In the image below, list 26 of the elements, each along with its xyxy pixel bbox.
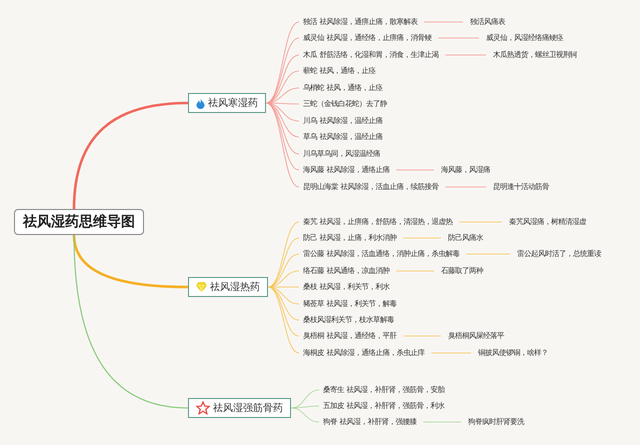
branch-line bbox=[268, 238, 300, 288]
branch-line bbox=[266, 70, 300, 104]
topic-label: 祛风寒湿药 bbox=[208, 96, 258, 110]
topic-label: 祛风湿强筋骨药 bbox=[213, 402, 283, 415]
topic-label: 祛风湿热药 bbox=[210, 280, 260, 294]
branch-line bbox=[266, 102, 300, 170]
branch-line bbox=[268, 286, 300, 354]
topic-box bbox=[188, 93, 266, 113]
connector-line bbox=[430, 352, 472, 354]
central-topic-box: 祛风湿药思维导图 bbox=[14, 209, 144, 235]
topic-box bbox=[188, 398, 291, 418]
branch-line bbox=[290, 406, 320, 408]
branch-line bbox=[268, 254, 300, 288]
branch-line bbox=[72, 234, 188, 288]
connector-line bbox=[444, 54, 486, 56]
branch-line bbox=[72, 102, 188, 210]
branch-line bbox=[266, 22, 300, 104]
branch-line bbox=[73, 234, 188, 409]
connector-line bbox=[396, 270, 434, 272]
branch-line bbox=[268, 222, 300, 288]
branch-line bbox=[268, 286, 300, 336]
topic-box bbox=[188, 277, 268, 297]
branch-line bbox=[266, 54, 300, 104]
connector-line bbox=[444, 186, 486, 188]
branch-line bbox=[290, 408, 320, 422]
branch-line bbox=[266, 102, 300, 188]
